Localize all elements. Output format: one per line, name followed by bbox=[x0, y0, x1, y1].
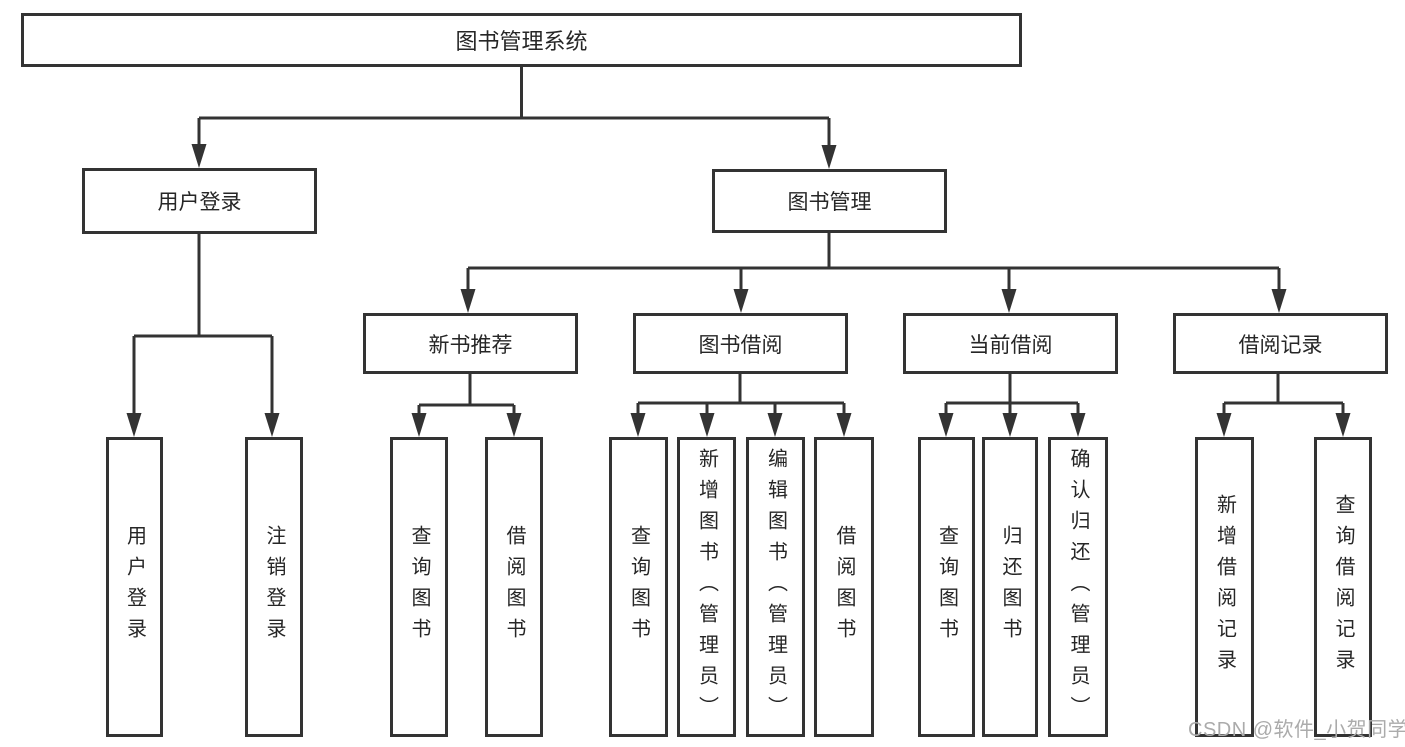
leaf-query-books-borrowing: 查询图书 bbox=[609, 437, 668, 737]
leaf-borrow-books-recommend: 借阅图书 bbox=[485, 437, 543, 737]
leaf-query-books-recommend: 查询图书 bbox=[390, 437, 448, 737]
node-book-borrowing: 图书借阅 bbox=[633, 313, 848, 374]
node-current-borrowing: 当前借阅 bbox=[903, 313, 1118, 374]
leaf-edit-books-admin: 编辑图书（管理员） bbox=[746, 437, 805, 737]
leaf-add-books-admin: 新增图书（管理员） bbox=[677, 437, 736, 737]
node-borrowing-records: 借阅记录 bbox=[1173, 313, 1388, 374]
node-library-management-system: 图书管理系统 bbox=[21, 13, 1022, 67]
node-user-login: 用户登录 bbox=[82, 168, 317, 234]
leaf-borrow-books-borrowing: 借阅图书 bbox=[814, 437, 874, 737]
leaf-logout: 注销登录 bbox=[245, 437, 303, 737]
arrowheads bbox=[126, 144, 1351, 437]
leaf-add-borrow-record: 新增借阅记录 bbox=[1195, 437, 1254, 737]
leaf-return-books: 归还图书 bbox=[982, 437, 1038, 737]
node-new-book-recommendation: 新书推荐 bbox=[363, 313, 578, 374]
node-book-management: 图书管理 bbox=[712, 169, 947, 233]
leaf-query-borrow-record: 查询借阅记录 bbox=[1314, 437, 1372, 737]
leaf-confirm-return-admin: 确认归还（管理员） bbox=[1048, 437, 1108, 737]
leaf-query-books-current: 查询图书 bbox=[918, 437, 975, 737]
csdn-watermark: CSDN @软件_小贺同学 bbox=[1188, 719, 1405, 741]
leaf-user-login: 用户登录 bbox=[106, 437, 163, 737]
tree-edges bbox=[132, 67, 1345, 419]
